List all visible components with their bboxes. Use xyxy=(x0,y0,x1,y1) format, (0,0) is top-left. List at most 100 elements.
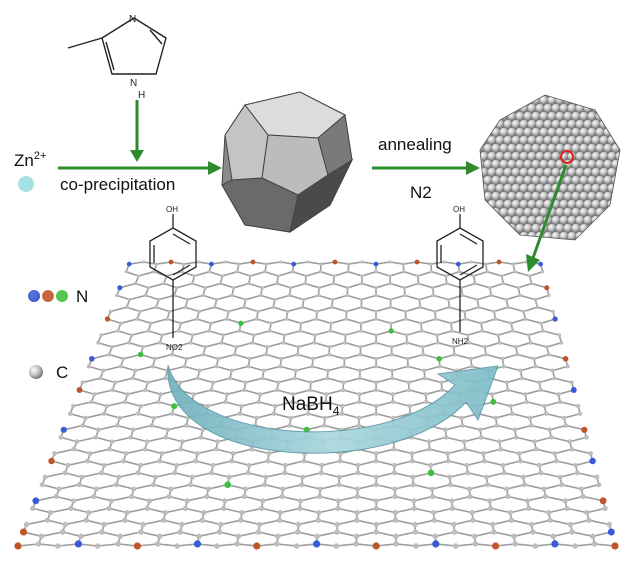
nanosphere xyxy=(571,191,581,201)
nanosphere xyxy=(587,207,597,217)
carbon-atom xyxy=(160,333,165,337)
carbon-atom xyxy=(153,356,157,361)
nanosphere xyxy=(595,175,605,185)
carbon-atom xyxy=(524,498,531,504)
carbon-atom xyxy=(58,435,64,440)
carbon-atom xyxy=(550,533,557,540)
carbon-atom xyxy=(391,462,397,468)
carbon-atom xyxy=(162,281,166,286)
nanosphere xyxy=(563,175,573,185)
carbon-atom xyxy=(550,368,555,373)
nanosphere xyxy=(563,239,573,240)
carbon-atom xyxy=(144,505,150,512)
carbon-atom xyxy=(345,293,349,298)
carbon-atom xyxy=(509,321,514,326)
nanosphere xyxy=(563,127,573,137)
carbon-atom xyxy=(260,498,266,504)
nanosphere xyxy=(539,95,549,105)
nanosphere xyxy=(523,223,533,233)
carbon-atom xyxy=(584,509,590,516)
carbon-atom xyxy=(419,321,423,326)
carbon-atom xyxy=(195,317,199,321)
carbon-atom xyxy=(149,321,153,326)
nanosphere xyxy=(507,175,517,185)
nanosphere xyxy=(579,127,589,137)
carbon-atom xyxy=(575,403,581,409)
nanosphere xyxy=(535,135,545,145)
nanosphere xyxy=(607,215,617,225)
carbon-atom xyxy=(528,521,535,528)
nanosphere xyxy=(480,95,481,97)
nanosphere xyxy=(523,191,533,201)
nanosphere xyxy=(567,103,577,113)
carbon-atom xyxy=(431,286,435,290)
carbon-atom xyxy=(143,293,148,298)
carbon-atom xyxy=(115,423,120,428)
carbon-atom xyxy=(391,446,397,452)
carbon-atom xyxy=(113,380,118,385)
carbon-atom xyxy=(295,352,300,357)
carbon-atom xyxy=(199,517,205,523)
nanosphere xyxy=(595,239,605,240)
nanosphere xyxy=(587,95,597,105)
carbon-atom xyxy=(133,368,138,373)
carbon-atom xyxy=(259,293,263,298)
carbon-atom xyxy=(424,399,429,405)
nanosphere xyxy=(527,183,537,193)
carbon-atom xyxy=(272,297,277,302)
carbon-atom xyxy=(189,474,195,480)
nanosphere xyxy=(619,143,620,153)
carbon-atom xyxy=(523,317,528,321)
carbon-atom xyxy=(373,411,379,416)
carbon-atom xyxy=(452,352,457,357)
carbon-atom xyxy=(71,446,77,452)
carbon-atom xyxy=(113,482,119,488)
carbon-atom xyxy=(296,345,301,349)
carbon-atom xyxy=(356,415,362,421)
nanosphere xyxy=(587,159,597,169)
carbon-atom xyxy=(275,281,279,286)
carbon-atom xyxy=(518,293,522,298)
carbon-atom xyxy=(162,509,168,516)
nanosphere xyxy=(603,95,613,105)
carbon-atom xyxy=(373,529,379,535)
carbon-atom xyxy=(154,305,158,310)
carbon-atom xyxy=(163,435,169,440)
nanosphere xyxy=(543,231,553,240)
carbon-atom xyxy=(504,380,509,385)
dopant-atom xyxy=(388,328,394,334)
carbon-atom xyxy=(201,352,206,357)
carbon-atom xyxy=(477,427,483,433)
carbon-atom xyxy=(203,286,207,290)
nanosphere xyxy=(487,183,497,193)
nanosphere xyxy=(615,199,620,209)
carbon-atom xyxy=(544,345,549,349)
carbon-atom xyxy=(180,439,185,444)
carbon-atom xyxy=(141,345,146,349)
carbon-atom xyxy=(213,446,219,452)
carbon-atom xyxy=(312,340,317,345)
carbon-atom xyxy=(249,446,255,452)
nanosphere xyxy=(519,135,529,145)
carbon-atom xyxy=(390,368,395,373)
carbon-atom xyxy=(346,270,350,274)
carbon-atom xyxy=(469,364,474,369)
nanosphere xyxy=(559,231,569,240)
carbon-atom xyxy=(265,345,270,349)
carbon-atom xyxy=(487,498,493,504)
carbon-atom xyxy=(393,541,399,547)
carbon-atom xyxy=(340,387,346,393)
carbon-atom xyxy=(410,482,416,488)
carbon-atom xyxy=(92,392,97,397)
dopant-atom xyxy=(455,261,461,267)
carbon-atom xyxy=(86,364,91,369)
carbon-atom xyxy=(567,521,574,528)
dopant-atom xyxy=(332,259,338,265)
carbon-atom xyxy=(357,392,362,397)
dopant-atom xyxy=(490,398,497,405)
nanosphere xyxy=(603,239,613,240)
legend-c-dot xyxy=(29,365,43,379)
carbon-atom xyxy=(530,529,536,535)
